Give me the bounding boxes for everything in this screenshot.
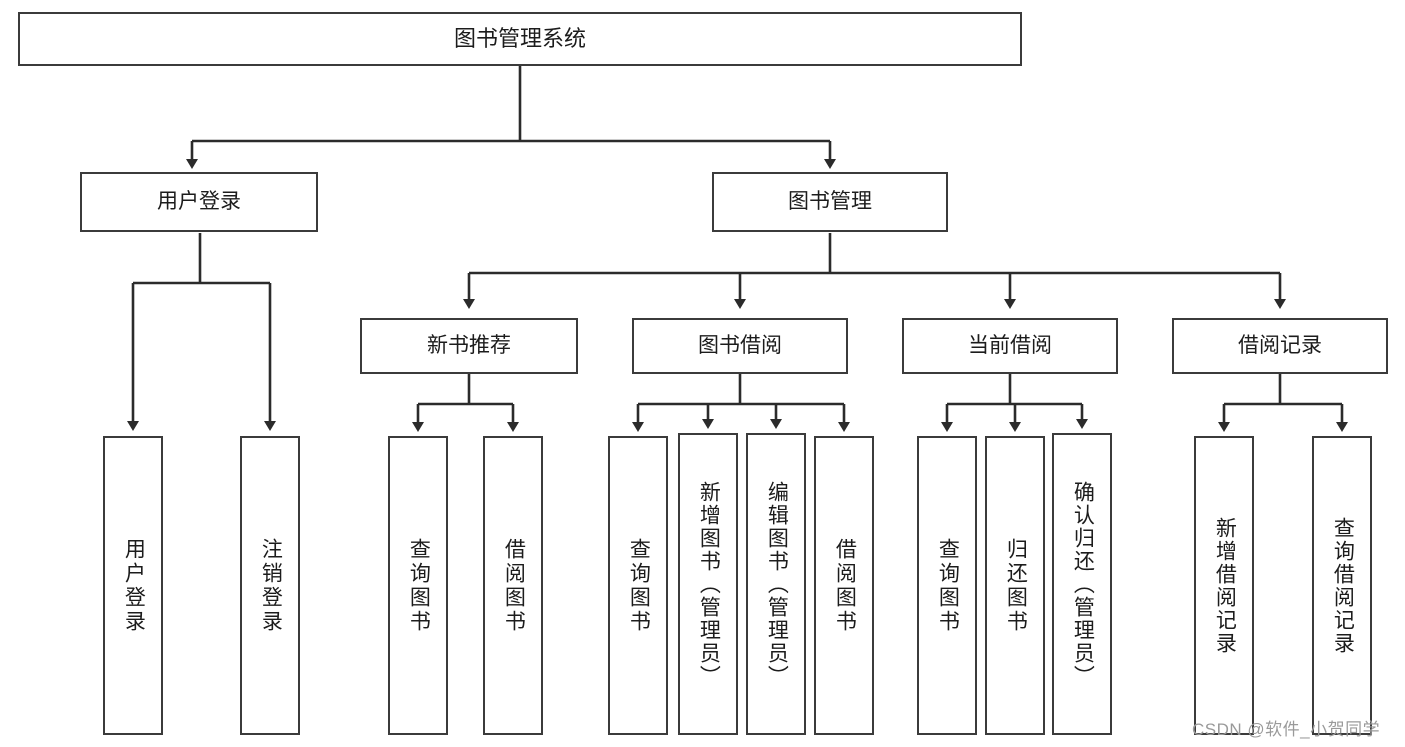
node-leaf-query-book-2[interactable]: 查询图书 (608, 436, 668, 735)
node-leaf-query-book-3[interactable]: 查询图书 (917, 436, 977, 735)
node-leaf-edit-book-label: 编辑图书（管理员） (765, 480, 789, 688)
node-borrow-record-label: 借阅记录 (1238, 333, 1322, 357)
watermark-text: CSDN @软件_小贺同学 (1192, 720, 1381, 739)
node-leaf-return-book-label: 归还图书 (1004, 537, 1028, 634)
node-user-login-label: 用户登录 (157, 189, 241, 213)
node-root-label: 图书管理系统 (453, 26, 586, 52)
node-user-login[interactable]: 用户登录 (80, 172, 318, 232)
node-leaf-logout-login-label: 注销登录 (259, 537, 283, 634)
node-leaf-user-login[interactable]: 用户登录 (103, 436, 163, 735)
node-book-manage[interactable]: 图书管理 (712, 172, 948, 232)
node-leaf-logout-login[interactable]: 注销登录 (240, 436, 300, 735)
node-leaf-user-login-label: 用户登录 (122, 537, 146, 634)
node-current-borrow-label: 当前借阅 (968, 333, 1052, 357)
node-leaf-query-record-label: 查询借阅记录 (1331, 516, 1355, 655)
node-leaf-add-book-label: 新增图书（管理员） (697, 480, 721, 688)
node-leaf-return-book[interactable]: 归还图书 (985, 436, 1045, 735)
node-new-book-recommend-label: 新书推荐 (427, 333, 511, 357)
node-leaf-borrow-book-1-label: 借阅图书 (502, 537, 526, 634)
node-current-borrow[interactable]: 当前借阅 (902, 318, 1118, 374)
node-new-book-recommend[interactable]: 新书推荐 (360, 318, 578, 374)
node-leaf-query-book-1-label: 查询图书 (407, 537, 431, 634)
node-leaf-query-book-2-label: 查询图书 (627, 537, 651, 634)
node-leaf-borrow-book-1[interactable]: 借阅图书 (483, 436, 543, 735)
node-root[interactable]: 图书管理系统 (18, 12, 1022, 66)
node-book-manage-label: 图书管理 (788, 189, 872, 213)
node-leaf-borrow-book-2[interactable]: 借阅图书 (814, 436, 874, 735)
node-leaf-add-record[interactable]: 新增借阅记录 (1194, 436, 1254, 735)
node-leaf-query-book-3-label: 查询图书 (936, 537, 960, 634)
node-leaf-edit-book[interactable]: 编辑图书（管理员） (746, 433, 806, 735)
node-leaf-query-record[interactable]: 查询借阅记录 (1312, 436, 1372, 735)
node-leaf-query-book-1[interactable]: 查询图书 (388, 436, 448, 735)
node-leaf-borrow-book-2-label: 借阅图书 (833, 537, 857, 634)
node-book-borrow-label: 图书借阅 (698, 333, 782, 357)
node-leaf-confirm-return[interactable]: 确认归还（管理员） (1052, 433, 1112, 735)
node-borrow-record[interactable]: 借阅记录 (1172, 318, 1388, 374)
node-leaf-add-book[interactable]: 新增图书（管理员） (678, 433, 738, 735)
node-book-borrow[interactable]: 图书借阅 (632, 318, 848, 374)
node-leaf-add-record-label: 新增借阅记录 (1213, 516, 1237, 655)
node-leaf-confirm-return-label: 确认归还（管理员） (1071, 480, 1095, 688)
